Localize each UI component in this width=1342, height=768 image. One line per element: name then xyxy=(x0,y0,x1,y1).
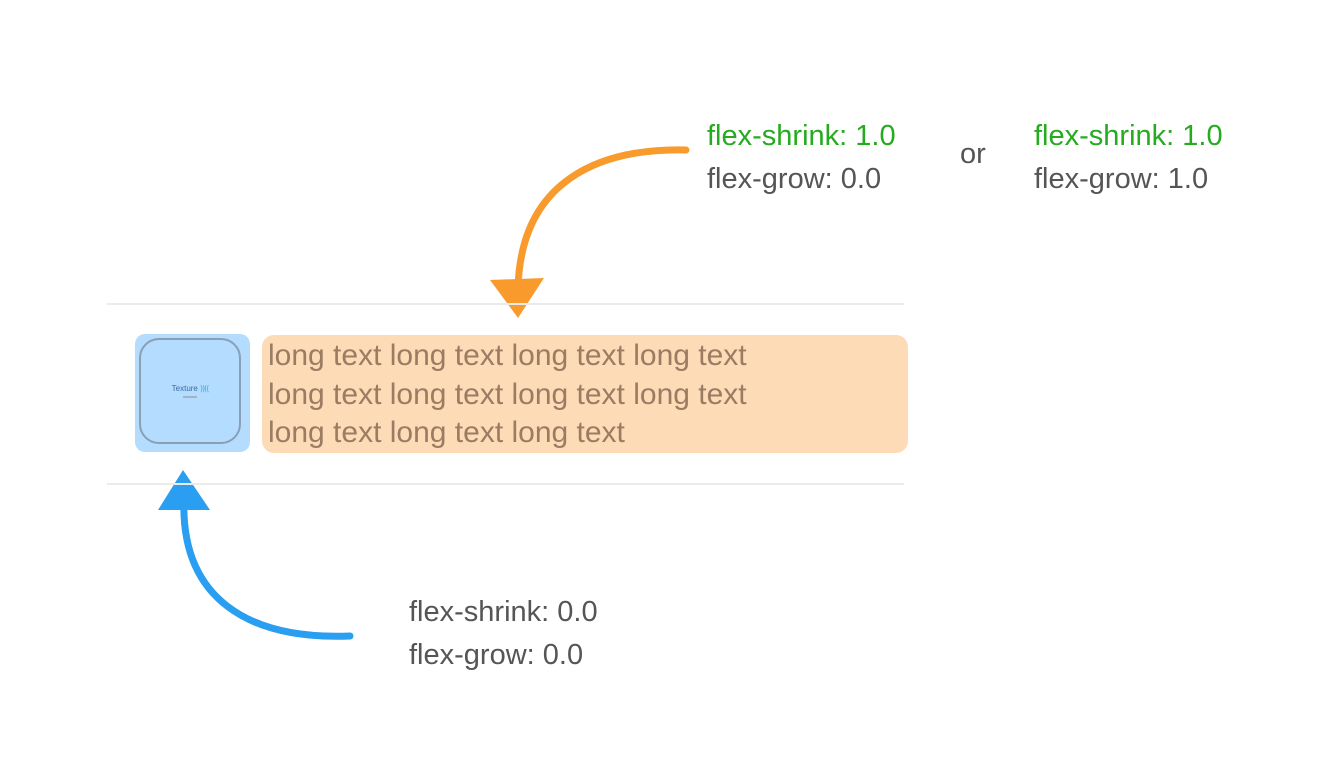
blue-arrow-shaft xyxy=(180,494,354,640)
long-text-line: long text long text long text long text xyxy=(268,377,747,411)
image-node-grow-label: flex-grow: 0.0 xyxy=(409,639,584,671)
long-text-line: long text long text long text xyxy=(268,416,625,449)
orange-arrow-head xyxy=(490,278,544,318)
option-a-shrink-label: flex-shrink: 1.0 xyxy=(707,120,896,152)
logo-row: Texture ))(( xyxy=(171,384,210,394)
texture-logo-icon: Texture ))(( xyxy=(139,338,241,444)
option-b-grow-label: flex-grow: 1.0 xyxy=(1034,163,1209,195)
logo-mark: ))(( xyxy=(199,384,210,394)
or-separator: or xyxy=(960,138,986,170)
long-text-block: long text long text long text long text … xyxy=(268,337,838,453)
option-b-shrink-label: flex-shrink: 1.0 xyxy=(1034,120,1223,152)
orange-arrow-shaft xyxy=(514,146,690,294)
logo-subline xyxy=(183,396,197,398)
top-divider xyxy=(107,303,904,305)
image-node-highlight: Texture ))(( xyxy=(135,334,250,452)
option-a-grow-label: flex-grow: 0.0 xyxy=(707,163,882,195)
text-node-highlight: long text long text long text long text … xyxy=(262,335,908,453)
bottom-divider xyxy=(107,483,904,485)
long-text-line: long text long text long text long text xyxy=(268,339,747,372)
logo-text: Texture xyxy=(171,384,198,394)
blue-arrow-head xyxy=(158,470,210,510)
image-node-shrink-label: flex-shrink: 0.0 xyxy=(409,596,598,628)
